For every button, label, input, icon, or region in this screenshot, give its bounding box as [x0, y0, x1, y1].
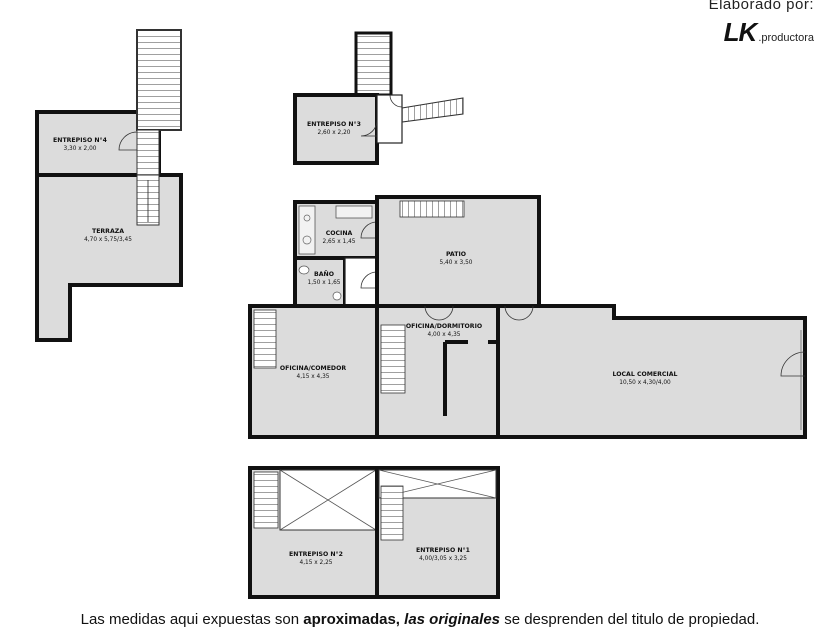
logo-suffix: .productora — [758, 32, 814, 44]
entrepiso3-block: ENTREPISO N°3 2,60 x 2,20 — [293, 31, 464, 165]
door-swing — [360, 271, 378, 289]
local-comercial-size: 10,50 x 4,30/4,00 — [619, 380, 671, 386]
entrepiso3-stair — [354, 31, 393, 97]
producer-logo: LK.productora — [709, 17, 814, 48]
entrepiso1-label: ENTREPISO N°1 — [416, 546, 470, 554]
kitchen-counter-top — [335, 205, 373, 219]
oficina-dormitorio-label: OFICINA/DORMITORIO — [406, 323, 482, 330]
stair-upper — [136, 29, 182, 131]
entrepiso4-terraza-block: ENTREPISO N°4 3,30 x 2,00 TERRAZA 4,70 x… — [35, 29, 183, 342]
logo-mark: LK — [723, 17, 758, 47]
entrepiso3-size: 2,60 x 2,20 — [318, 130, 351, 136]
entrepiso3-landing — [376, 94, 403, 144]
door-swing — [118, 131, 138, 151]
entrepiso2-label: ENTREPISO N°2 — [289, 550, 343, 558]
local-comercial-label: LOCAL COMERCIAL — [613, 371, 678, 378]
oficina-comedor-stair — [253, 309, 277, 369]
cocina-label: COCINA — [326, 230, 353, 237]
disclaimer-part4: se desprenden del titulo de propiedad. — [500, 611, 760, 628]
entrepiso4-size: 3,30 x 2,00 — [64, 146, 97, 152]
door-swing — [360, 221, 378, 239]
basin-icon — [332, 291, 342, 301]
measurement-disclaimer: Las medidas aqui expuestas son aproximad… — [0, 611, 840, 628]
main-floor-block: COCINA 2,65 x 1,45 BAÑO 1,50 x 1,65 PATI… — [248, 195, 807, 439]
entrepiso1-size: 4,00/3,05 x 3,25 — [419, 556, 467, 562]
door-swing — [424, 305, 454, 321]
patio-stair — [399, 200, 465, 218]
oficina-comedor-label: OFICINA/COMEDOR — [280, 365, 346, 372]
terraza-size: 4,70 x 5,75/3,45 — [84, 237, 132, 243]
disclaimer-italic: las originales — [399, 611, 501, 628]
kitchen-counter — [298, 205, 316, 255]
entrepiso4-label: ENTREPISO N°4 — [53, 136, 108, 144]
disclaimer-part1: Las medidas aqui expuestas son — [80, 611, 304, 628]
entrepiso2-size: 4,15 x 2,25 — [300, 560, 333, 566]
bano-label: BAÑO — [314, 269, 334, 278]
door-swing — [504, 305, 534, 321]
terraza-label: TERRAZA — [92, 228, 124, 235]
toilet-icon — [298, 265, 310, 275]
oficina-comedor-size: 4,15 x 4,35 — [297, 374, 330, 380]
oficina-dormitorio-size: 4,00 x 4,35 — [428, 332, 461, 338]
door-swing — [360, 119, 378, 137]
stove-icon — [302, 235, 312, 245]
entrepiso3-room — [293, 93, 379, 165]
void-cross — [279, 469, 377, 531]
hall-area — [344, 257, 378, 307]
entrepiso1-stair — [380, 485, 404, 541]
patio-size: 5,40 x 3,50 — [440, 260, 473, 266]
sink-icon — [303, 214, 311, 222]
credit-prefix: Elaborado por: — [708, 0, 814, 13]
entrepiso3-side-stair — [401, 97, 464, 123]
patio-label: PATIO — [446, 251, 466, 258]
door-swing — [389, 94, 403, 108]
disclaimer-emphasis: aproximadas, — [303, 611, 400, 628]
entrepiso2-entrepiso1-block: ENTREPISO N°2 4,15 x 2,25 ENTREPISO N°1 … — [248, 466, 500, 599]
entrepiso2-stair — [253, 471, 279, 529]
bano-size: 1,50 x 1,65 — [308, 280, 341, 286]
cocina-size: 2,65 x 1,45 — [323, 239, 356, 245]
producer-credit: Elaborado por: LK.productora — [709, 0, 814, 48]
entrepiso3-label: ENTREPISO N°3 — [307, 120, 361, 128]
oficina-dormitorio-stair — [380, 324, 406, 394]
stair-mid — [136, 129, 160, 176]
local-comercial-room — [496, 304, 807, 439]
